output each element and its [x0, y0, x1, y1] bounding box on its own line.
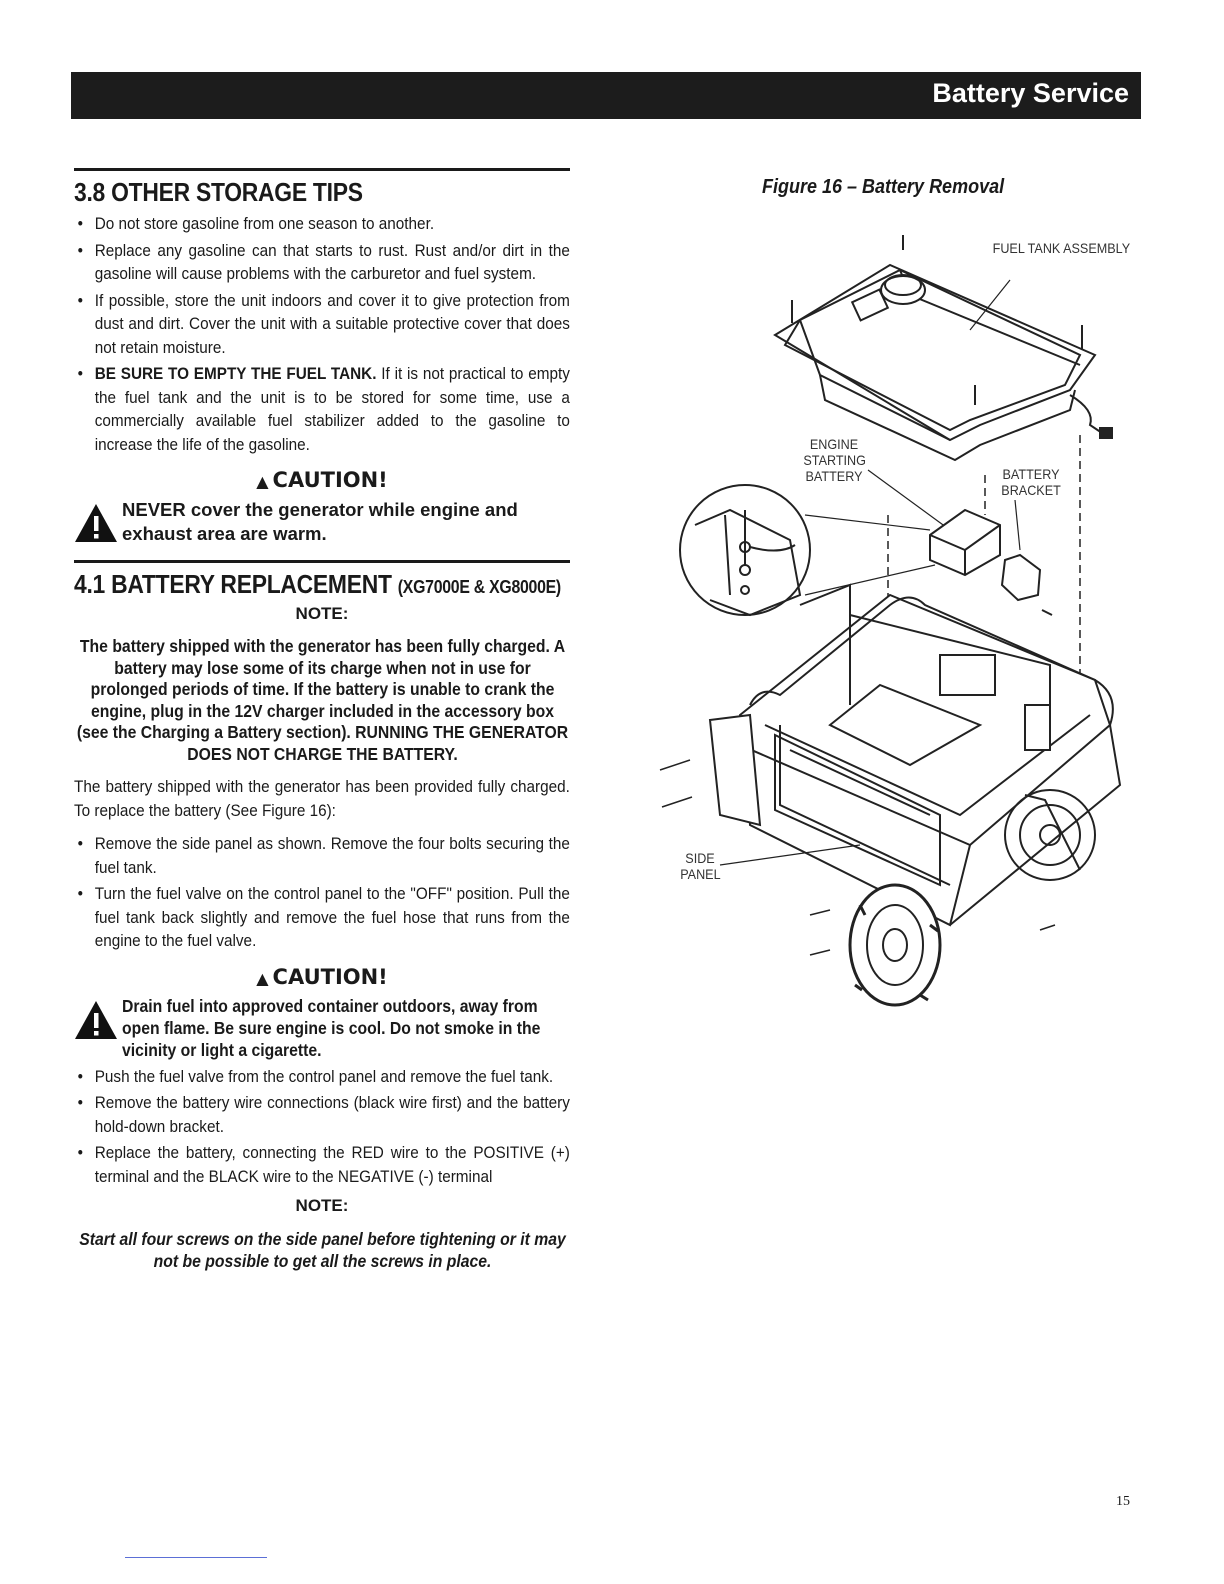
note-label: NOTE:	[295, 604, 349, 623]
list-item: BE SURE TO EMPTY THE FUEL TANK. If it is…	[74, 362, 570, 456]
label-battery-bracket: BATTERY BRACKET	[1001, 466, 1061, 498]
label-engine-starting-battery: ENGINE STARTING BATTERY	[803, 436, 866, 484]
label-side-panel: SIDE PANEL	[680, 850, 721, 882]
section-title-models: (XG7000E & XG8000E)	[397, 577, 561, 597]
section-rule	[74, 560, 570, 563]
caution-block: NEVER cover the generator while engine a…	[74, 498, 570, 546]
caution-heading: ▲CAUTION!	[74, 965, 570, 989]
list-item: If possible, store the unit indoors and …	[74, 289, 570, 360]
list-item: Remove the side panel as shown. Remove t…	[74, 832, 570, 879]
steps-list-a-wrap: Remove the side panel as shown. Remove t…	[74, 832, 570, 953]
warning-icon	[75, 1000, 117, 1039]
caution-block: Drain fuel into approved container outdo…	[74, 995, 570, 1061]
note-text: Start all four screws on the side panel …	[79, 1229, 566, 1271]
list-item-text: If it is not practical to empty the fuel…	[94, 364, 570, 454]
steps-list-b-wrap: Push the fuel valve from the control pan…	[74, 1065, 570, 1189]
note-text: The battery shipped with the generator h…	[76, 636, 569, 764]
caution-text: NEVER cover the generator while engine a…	[122, 499, 518, 544]
wheel-drawing	[848, 883, 942, 1007]
battery-removal-illustration	[659, 235, 1122, 1007]
section-title-text: 4.1 BATTERY REPLACEMENT	[74, 569, 392, 599]
note-label: NOTE:	[295, 1196, 349, 1215]
emphasis-text: BE SURE TO EMPTY THE FUEL TANK.	[94, 364, 377, 383]
section-3-8-title: 3.8 OTHER STORAGE TIPS	[74, 177, 363, 207]
caution-label: CAUTION!	[272, 964, 388, 989]
list-item: Turn the fuel valve on the control panel…	[74, 882, 570, 953]
steps-list-b: Push the fuel valve from the control pan…	[74, 1065, 570, 1189]
left-column: 3.8 OTHER STORAGE TIPS Do not store gaso…	[74, 168, 570, 1272]
label-fuel-tank-assembly: FUEL TANK ASSEMBLY	[992, 240, 1131, 256]
warning-triangle-icon: ▲	[256, 472, 269, 491]
header-bar: Battery Service	[71, 72, 1141, 119]
battery-drawing	[929, 508, 1001, 577]
list-item: Push the fuel valve from the control pan…	[74, 1065, 570, 1089]
screws-drawing	[659, 759, 1056, 956]
caution-label: CAUTION!	[272, 468, 388, 492]
caution-text: Drain fuel into approved container outdo…	[122, 995, 541, 1060]
fuel-tank-drawing	[773, 235, 1113, 462]
steps-list-a: Remove the side panel as shown. Remove t…	[74, 832, 570, 953]
list-item: Remove the battery wire connections (bla…	[74, 1091, 570, 1138]
page-number: 15	[1116, 1494, 1130, 1509]
section-4-1-title: 4.1 BATTERY REPLACEMENT (XG7000E & XG800…	[74, 569, 561, 600]
page-title: Battery Service	[932, 78, 1129, 108]
list-item: Replace the battery, connecting the RED …	[74, 1141, 570, 1188]
footer-link-underline[interactable]	[125, 1557, 267, 1558]
warning-triangle-icon: ▲	[256, 968, 269, 988]
caution-heading: ▲CAUTION!	[74, 468, 570, 492]
section-rule	[74, 168, 570, 171]
intro-paragraph: The battery shipped with the generator h…	[74, 777, 570, 820]
storage-tips-list: Do not store gasoline from one season to…	[74, 212, 570, 456]
warning-icon	[75, 504, 117, 542]
generator-frame-drawing	[708, 583, 1122, 927]
battery-bracket-drawing	[1000, 553, 1053, 616]
list-item: Do not store gasoline from one season to…	[74, 212, 570, 236]
terminal-detail-inset	[679, 484, 936, 617]
list-item: Replace any gasoline can that starts to …	[74, 239, 570, 286]
storage-tips-list-wrap: Do not store gasoline from one season to…	[74, 212, 570, 456]
figure-caption: Figure 16 – Battery Removal	[762, 176, 1005, 198]
